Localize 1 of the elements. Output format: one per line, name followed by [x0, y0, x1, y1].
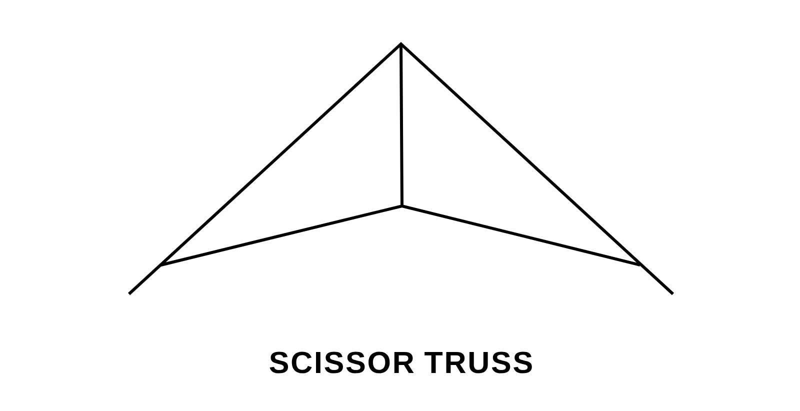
caption: SCISSOR TRUSS [270, 352, 532, 374]
